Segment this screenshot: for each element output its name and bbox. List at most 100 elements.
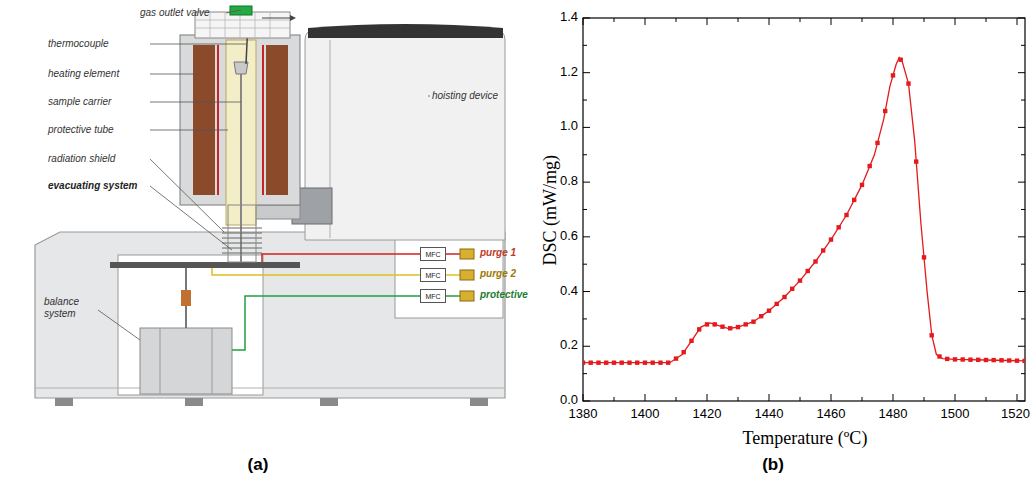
data-marker — [666, 361, 670, 365]
axis-tick — [583, 100, 587, 101]
axis-tick — [1021, 209, 1025, 210]
axis-tick — [583, 318, 587, 319]
data-marker — [751, 320, 755, 324]
data-marker — [883, 109, 887, 113]
tick-label: 0.4 — [560, 284, 578, 299]
axis-tick — [1021, 264, 1025, 265]
tick-label: 0.2 — [560, 338, 578, 353]
data-marker — [635, 361, 639, 365]
axis-tick — [1021, 100, 1025, 101]
data-marker — [961, 357, 965, 361]
tick-label: 1460 — [817, 407, 846, 422]
axis-tick — [583, 264, 587, 265]
part-label: heating element — [48, 68, 119, 80]
axis-title: Temperature (ºC) — [743, 428, 868, 449]
axis-tick — [1021, 318, 1025, 319]
axis-tick — [893, 18, 894, 25]
axis-tick — [583, 236, 590, 237]
data-marker — [697, 327, 701, 331]
data-marker — [813, 259, 817, 263]
part-label: purge 1 — [480, 247, 516, 259]
data-marker — [1015, 359, 1019, 363]
data-marker — [782, 295, 786, 299]
axis-tick — [800, 397, 801, 401]
part-label: gas outlet valve — [140, 7, 210, 19]
data-marker — [852, 198, 856, 202]
part-label: evacuating system — [48, 180, 138, 192]
data-marker — [713, 322, 717, 326]
data-marker — [682, 350, 686, 354]
axis-tick — [707, 394, 708, 401]
data-marker — [620, 361, 624, 365]
tick-label: 1400 — [631, 407, 660, 422]
data-marker — [1007, 358, 1011, 362]
axis-tick — [583, 154, 587, 155]
part-label: hoisting device — [432, 90, 498, 102]
axis-tick — [1018, 346, 1025, 347]
axis-tick — [583, 209, 587, 210]
tick-label: 0.8 — [560, 174, 578, 189]
data-marker — [767, 309, 771, 313]
data-marker — [643, 361, 647, 365]
leader-lines — [98, 10, 430, 340]
data-marker — [899, 58, 903, 62]
axis-tick — [676, 397, 677, 401]
data-marker — [868, 164, 872, 168]
data-marker — [627, 361, 631, 365]
axis-tick — [583, 401, 590, 402]
axis-tick — [738, 18, 739, 22]
axis-tick — [583, 346, 590, 347]
part-label: balance system — [44, 296, 96, 319]
dsc-curve — [583, 58, 1025, 363]
axis-tick — [645, 18, 646, 25]
panel-label: (b) — [762, 455, 784, 475]
part-label: thermocouple — [48, 38, 109, 50]
axis-tick — [800, 18, 801, 22]
tick-label: 0.0 — [560, 393, 578, 408]
axis-tick — [1018, 291, 1025, 292]
axis-tick — [862, 397, 863, 401]
mfc-label: MFC — [425, 251, 440, 258]
data-marker — [930, 333, 934, 337]
data-marker — [759, 314, 763, 318]
data-marker — [837, 225, 841, 229]
axis-tick — [1021, 45, 1025, 46]
axis-tick — [614, 397, 615, 401]
hoist-top — [308, 24, 503, 38]
axis-tick — [924, 18, 925, 22]
axis-tick — [583, 291, 590, 292]
part-label: protective — [480, 289, 528, 301]
data-marker — [968, 358, 972, 362]
data-marker — [589, 361, 593, 365]
cabinet-line — [35, 388, 505, 389]
data-marker — [674, 356, 678, 360]
axis-tick — [583, 18, 584, 25]
tick-label: 0.6 — [560, 229, 578, 244]
data-marker — [999, 358, 1003, 362]
data-marker — [891, 73, 895, 77]
axis-tick — [1018, 236, 1025, 237]
data-marker — [790, 287, 794, 291]
data-marker — [914, 159, 918, 163]
axis-tick — [1021, 154, 1025, 155]
axis-tick — [1018, 17, 1025, 18]
data-marker — [992, 358, 996, 362]
axis-tick — [614, 18, 615, 22]
data-marker — [844, 213, 848, 217]
data-marker — [651, 361, 655, 365]
part-label: sample carrier — [48, 96, 111, 108]
panel-label: (a) — [248, 455, 269, 475]
axis-tick — [831, 394, 832, 401]
tick-label: 1.2 — [560, 65, 578, 80]
axis-tick — [986, 397, 987, 401]
tick-label: 1500 — [941, 407, 970, 422]
tick-label: 1420 — [693, 407, 722, 422]
data-marker — [612, 361, 616, 365]
axis-tick — [1017, 394, 1018, 401]
axis-tick — [924, 397, 925, 401]
data-marker — [821, 248, 825, 252]
axis-tick — [738, 397, 739, 401]
hoisting-panel — [305, 30, 505, 240]
axis-tick — [955, 394, 956, 401]
tick-label: 1520 — [1001, 407, 1030, 422]
